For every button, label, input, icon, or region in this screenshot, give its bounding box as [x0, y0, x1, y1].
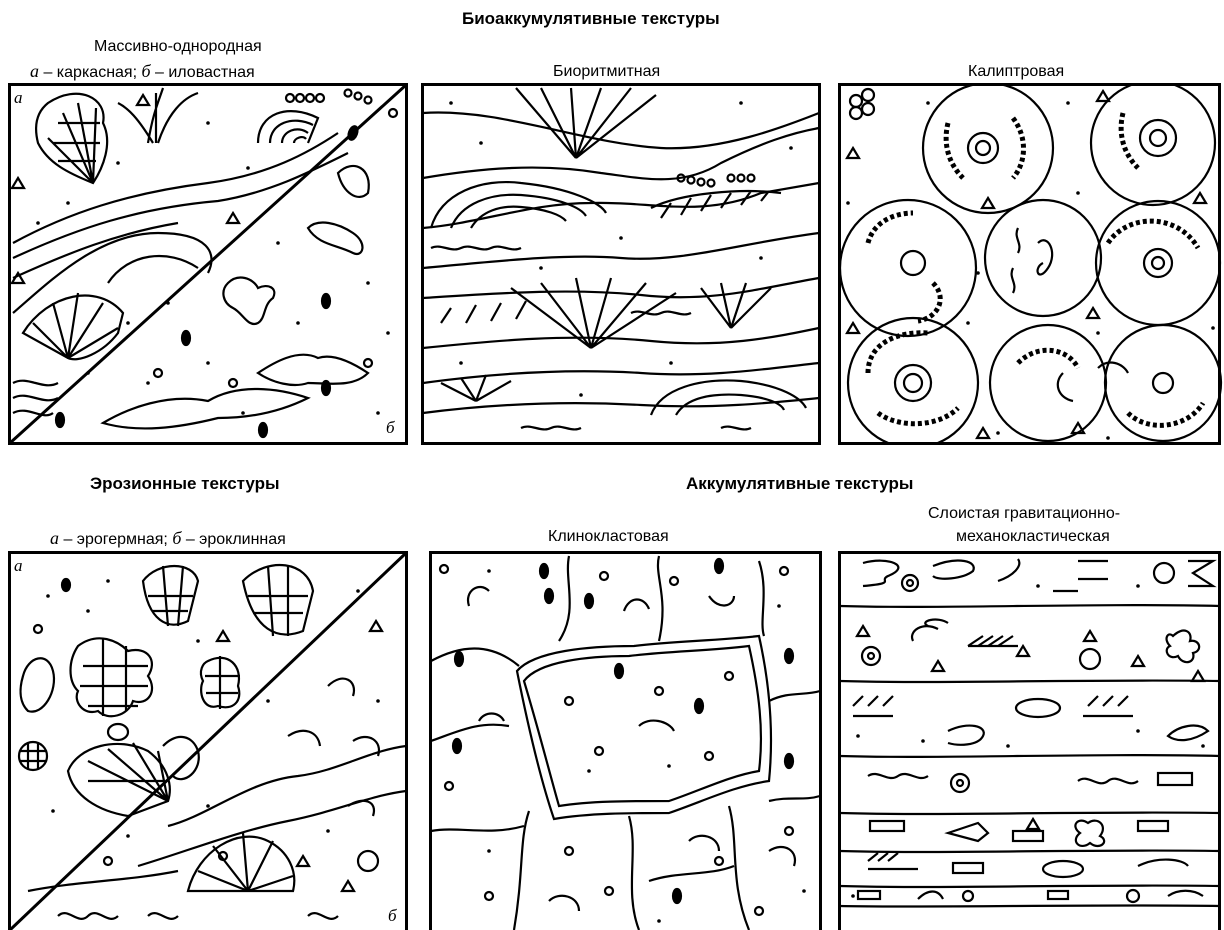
- title-biorhythm: Биоритмитная: [553, 63, 660, 81]
- flower-clast: [850, 89, 874, 119]
- panel-biorhythm: [421, 83, 821, 445]
- filled-ovals: [56, 125, 359, 437]
- small-rings: [440, 565, 793, 915]
- panel-layered: [838, 551, 1224, 930]
- checkered-grain: [19, 742, 47, 770]
- title-layered-line1: Слоистая гравитационно-: [928, 505, 1120, 523]
- layer2-clasts: [857, 620, 1204, 681]
- legend-massive-a-text: – каркасная;: [39, 64, 141, 81]
- header-accumulative: Аккумулятивные текстуры: [686, 474, 913, 494]
- panel-calyptra: [838, 83, 1224, 445]
- panel-massive: а б: [8, 83, 408, 445]
- corner-b-massive: б: [386, 418, 395, 437]
- layer-boundaries: [423, 113, 819, 413]
- title-calyptra: Калиптровая: [968, 63, 1064, 81]
- legend-erosion-a-letter: а: [50, 528, 59, 548]
- weed-fronds: [118, 88, 198, 143]
- corner-a-massive: а: [14, 88, 23, 107]
- panel-clinoclast: [429, 551, 822, 930]
- legend-erosion-b-text: – эроклинная: [181, 531, 285, 548]
- legend-massive-a-letter: а: [30, 61, 39, 81]
- sand-dots: [46, 579, 380, 838]
- wavy-lines-bottom: [13, 381, 58, 416]
- concentric-shell: [258, 111, 318, 143]
- shell-fan-top: [36, 94, 107, 183]
- fan-shell: [68, 737, 199, 816]
- bedding-planes: [840, 605, 1220, 906]
- small-rings: [154, 109, 397, 387]
- layer6-clasts: [868, 853, 1188, 877]
- shell-fan-bottom: [23, 293, 123, 359]
- erosion-waves: [28, 746, 406, 919]
- bead-chains: [678, 175, 755, 187]
- bead-chains: [286, 90, 372, 104]
- hooks: [288, 679, 379, 816]
- title-clinoclast: Клинокластовая: [548, 528, 669, 546]
- sand-dots: [487, 569, 806, 923]
- title-layered-line2: механокластическая: [956, 528, 1110, 546]
- header-erosion: Эрозионные текстуры: [90, 474, 280, 494]
- corner-b-erosion: б: [388, 906, 397, 925]
- legend-erosion: а – эрогермная; б – эроклинная: [50, 528, 286, 549]
- layer4-clasts: [868, 773, 1192, 792]
- legend-massive: а – каркасная; б – иловастная: [30, 61, 255, 82]
- sand-dots: [846, 101, 1215, 440]
- triangle-grains: [217, 621, 382, 891]
- title-massive: Массивно-однородная: [94, 38, 262, 56]
- layer3-clasts: [853, 696, 1208, 745]
- corner-a-erosion: а: [14, 556, 23, 575]
- layer5-clasts: [870, 819, 1168, 846]
- fan-top: [516, 88, 656, 158]
- fan-shell-b: [188, 833, 294, 891]
- layer7-clasts: [858, 890, 1203, 902]
- fan-middle: [441, 278, 771, 401]
- panel-erosion: а: [8, 551, 408, 930]
- bead-arcs: [868, 113, 1203, 425]
- clast-boundaries: [431, 556, 820, 930]
- legend-massive-b-letter: б: [141, 61, 150, 81]
- legend-erosion-a-text: – эрогермная;: [59, 531, 172, 548]
- sand-dots: [449, 101, 793, 397]
- header-bioaccumulative: Биоаккумулятивные текстуры: [462, 9, 720, 29]
- triangle-grains: [12, 95, 239, 283]
- legend-massive-b-text: – иловастная: [151, 64, 255, 81]
